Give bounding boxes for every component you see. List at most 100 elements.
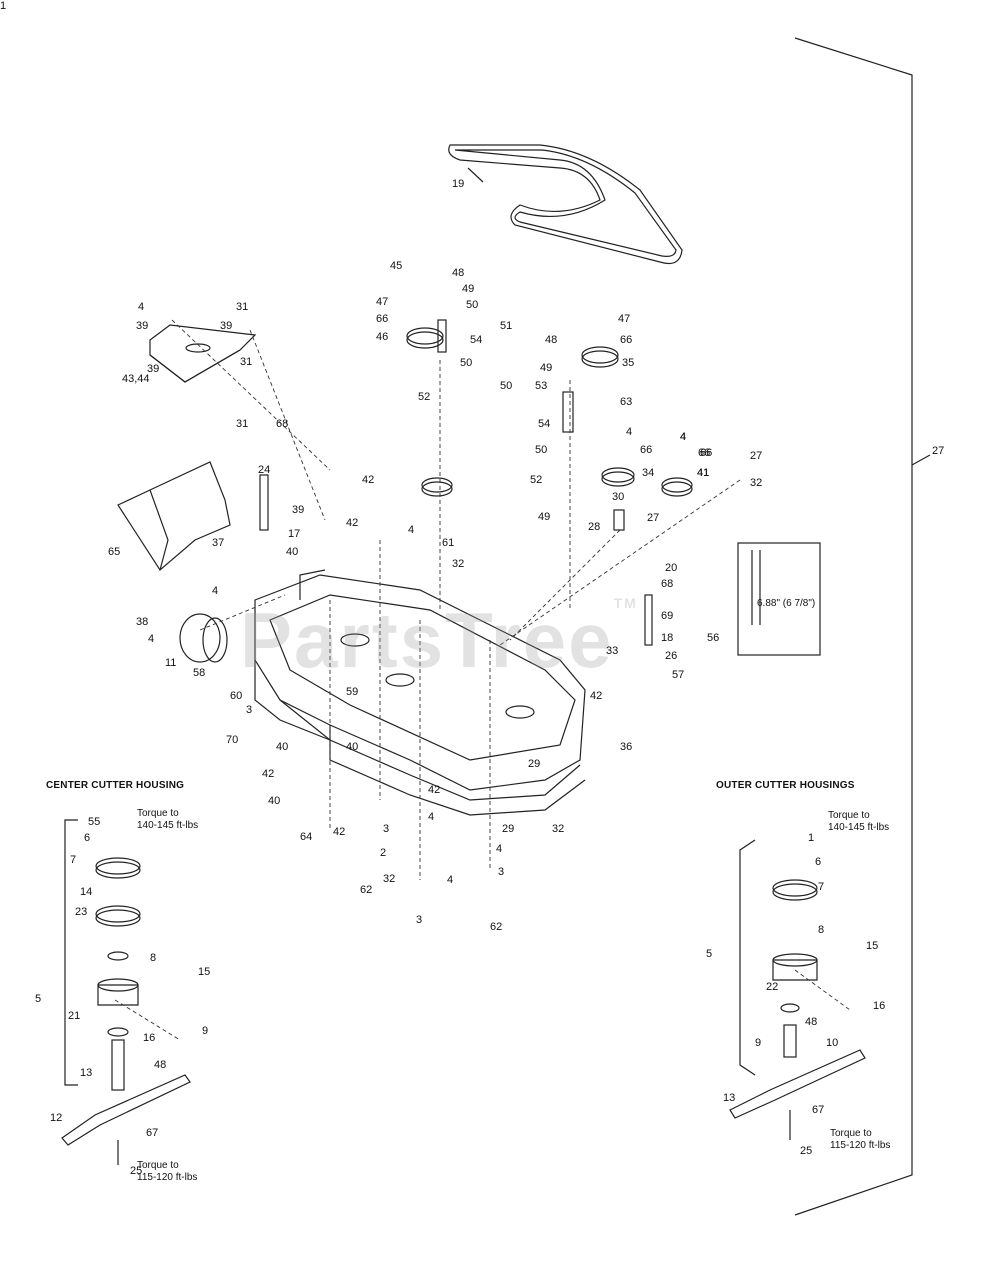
part-callout: 68	[661, 578, 674, 590]
part-callout: 42	[428, 784, 441, 796]
part-callout: 7	[818, 881, 825, 893]
part-callout: 32	[383, 873, 396, 885]
torque-note-line: 140-145 ft-lbs	[137, 820, 199, 831]
part-callout: 42	[262, 768, 275, 780]
dimension-inset	[737, 542, 821, 656]
part-callout: 31	[236, 301, 249, 313]
part-callout: 53	[535, 380, 548, 392]
outer-spindle-pulley	[772, 879, 818, 897]
part-callout: 23	[75, 906, 88, 918]
part-callout: 43,44	[122, 373, 150, 385]
part-callout: 36	[620, 741, 633, 753]
part-callout: 31	[236, 418, 249, 430]
part-callout: 27	[647, 512, 660, 524]
part-callout: 48	[545, 334, 558, 346]
part-callout: 6	[815, 856, 822, 868]
part-callout: 39	[136, 320, 149, 332]
part-callout: 42	[333, 826, 346, 838]
part-callout: 42	[346, 517, 359, 529]
part-callout: 62	[490, 921, 503, 933]
part-callout: 28	[588, 521, 601, 533]
height-rod	[644, 594, 653, 646]
part-callout: 15	[198, 966, 211, 978]
part-callout: 1	[0, 0, 7, 12]
torque-note-top-right: Torque to 140-145 ft-lbs	[828, 810, 889, 834]
part-callout: 42	[362, 474, 375, 486]
spindle-pulley	[661, 477, 693, 493]
part-callout: 25	[800, 1145, 813, 1157]
center-spindle-pulley	[95, 857, 141, 875]
part-callout: 66	[698, 447, 711, 459]
part-callout: 66	[620, 334, 633, 346]
watermark-mark: TM	[613, 595, 638, 611]
part-callout: 19	[452, 178, 465, 190]
part-callout: 13	[723, 1092, 736, 1104]
part-callout: 27	[750, 450, 763, 462]
part-callout: 30	[612, 491, 625, 503]
part-callout: 65	[108, 546, 121, 558]
torque-note-line: 115-120 ft-lbs	[137, 1172, 198, 1183]
part-callout: 4	[138, 301, 145, 313]
spindle-pulley	[421, 477, 453, 493]
center-cutter-housing-header: CENTER CUTTER HOUSING	[46, 780, 185, 791]
part-callout: 4	[496, 843, 503, 855]
part-callout: 40	[346, 741, 359, 753]
part-callout: 49	[538, 511, 551, 523]
part-callout: 49	[462, 283, 475, 295]
torque-note-line: Torque to	[137, 808, 179, 819]
part-callout: 5	[706, 948, 713, 960]
part-callout: 10	[826, 1037, 839, 1049]
part-callout: 67	[146, 1127, 159, 1139]
part-callout: 16	[873, 1000, 886, 1012]
torque-note-line: Torque to	[137, 1160, 179, 1171]
part-callout: 50	[460, 357, 473, 369]
part-callout: 41	[697, 467, 710, 479]
kit-boundary-line	[794, 37, 913, 1216]
part-callout: 1	[808, 832, 815, 844]
part-callout: 46	[376, 331, 389, 343]
part-callout: 58	[193, 667, 206, 679]
part-callout: 27	[932, 445, 945, 457]
part-callout: 51	[500, 320, 513, 332]
part-callout: 66	[640, 444, 653, 456]
part-callout: 69	[661, 610, 674, 622]
part-callout: 64	[300, 831, 313, 843]
outer-spindle-housing	[772, 959, 818, 981]
part-callout: 50	[500, 380, 513, 392]
part-callout: 3	[498, 866, 505, 878]
part-callout: 17	[288, 528, 301, 540]
part-callout: 47	[376, 296, 389, 308]
part-callout: 29	[528, 758, 541, 770]
leader-line	[911, 454, 931, 466]
part-callout: 24	[258, 464, 271, 476]
mower-deck-housing	[254, 574, 586, 791]
part-callout: 59	[346, 686, 359, 698]
part-callout: 12	[50, 1112, 63, 1124]
part-callout: 14	[80, 886, 93, 898]
center-spindle-housing	[97, 984, 139, 1006]
part-callout: 8	[818, 924, 825, 936]
part-callout: 32	[750, 477, 763, 489]
watermark-text: PartsTree	[240, 596, 614, 684]
part-callout: 2	[380, 847, 387, 859]
part-callout: 54	[538, 418, 551, 430]
part-callout: 4	[626, 426, 633, 438]
part-callout: 52	[418, 391, 431, 403]
center-blade	[61, 1074, 191, 1146]
part-callout: 33	[606, 645, 619, 657]
part-callout: 26	[665, 650, 678, 662]
part-callout: 7	[70, 854, 77, 866]
part-callout: 8	[150, 952, 157, 964]
part-callout: 68	[276, 418, 289, 430]
part-callout: 32	[552, 823, 565, 835]
part-callout: 11	[165, 657, 177, 669]
part-callout: 38	[136, 616, 149, 628]
part-callout: 66	[376, 313, 389, 325]
torque-note-line: Torque to	[830, 1128, 872, 1139]
part-callout: 4	[148, 633, 155, 645]
part-callout: 35	[622, 357, 635, 369]
part-callout: 4	[680, 431, 687, 443]
part-callout: 4	[408, 524, 415, 536]
part-callout: 67	[812, 1104, 825, 1116]
